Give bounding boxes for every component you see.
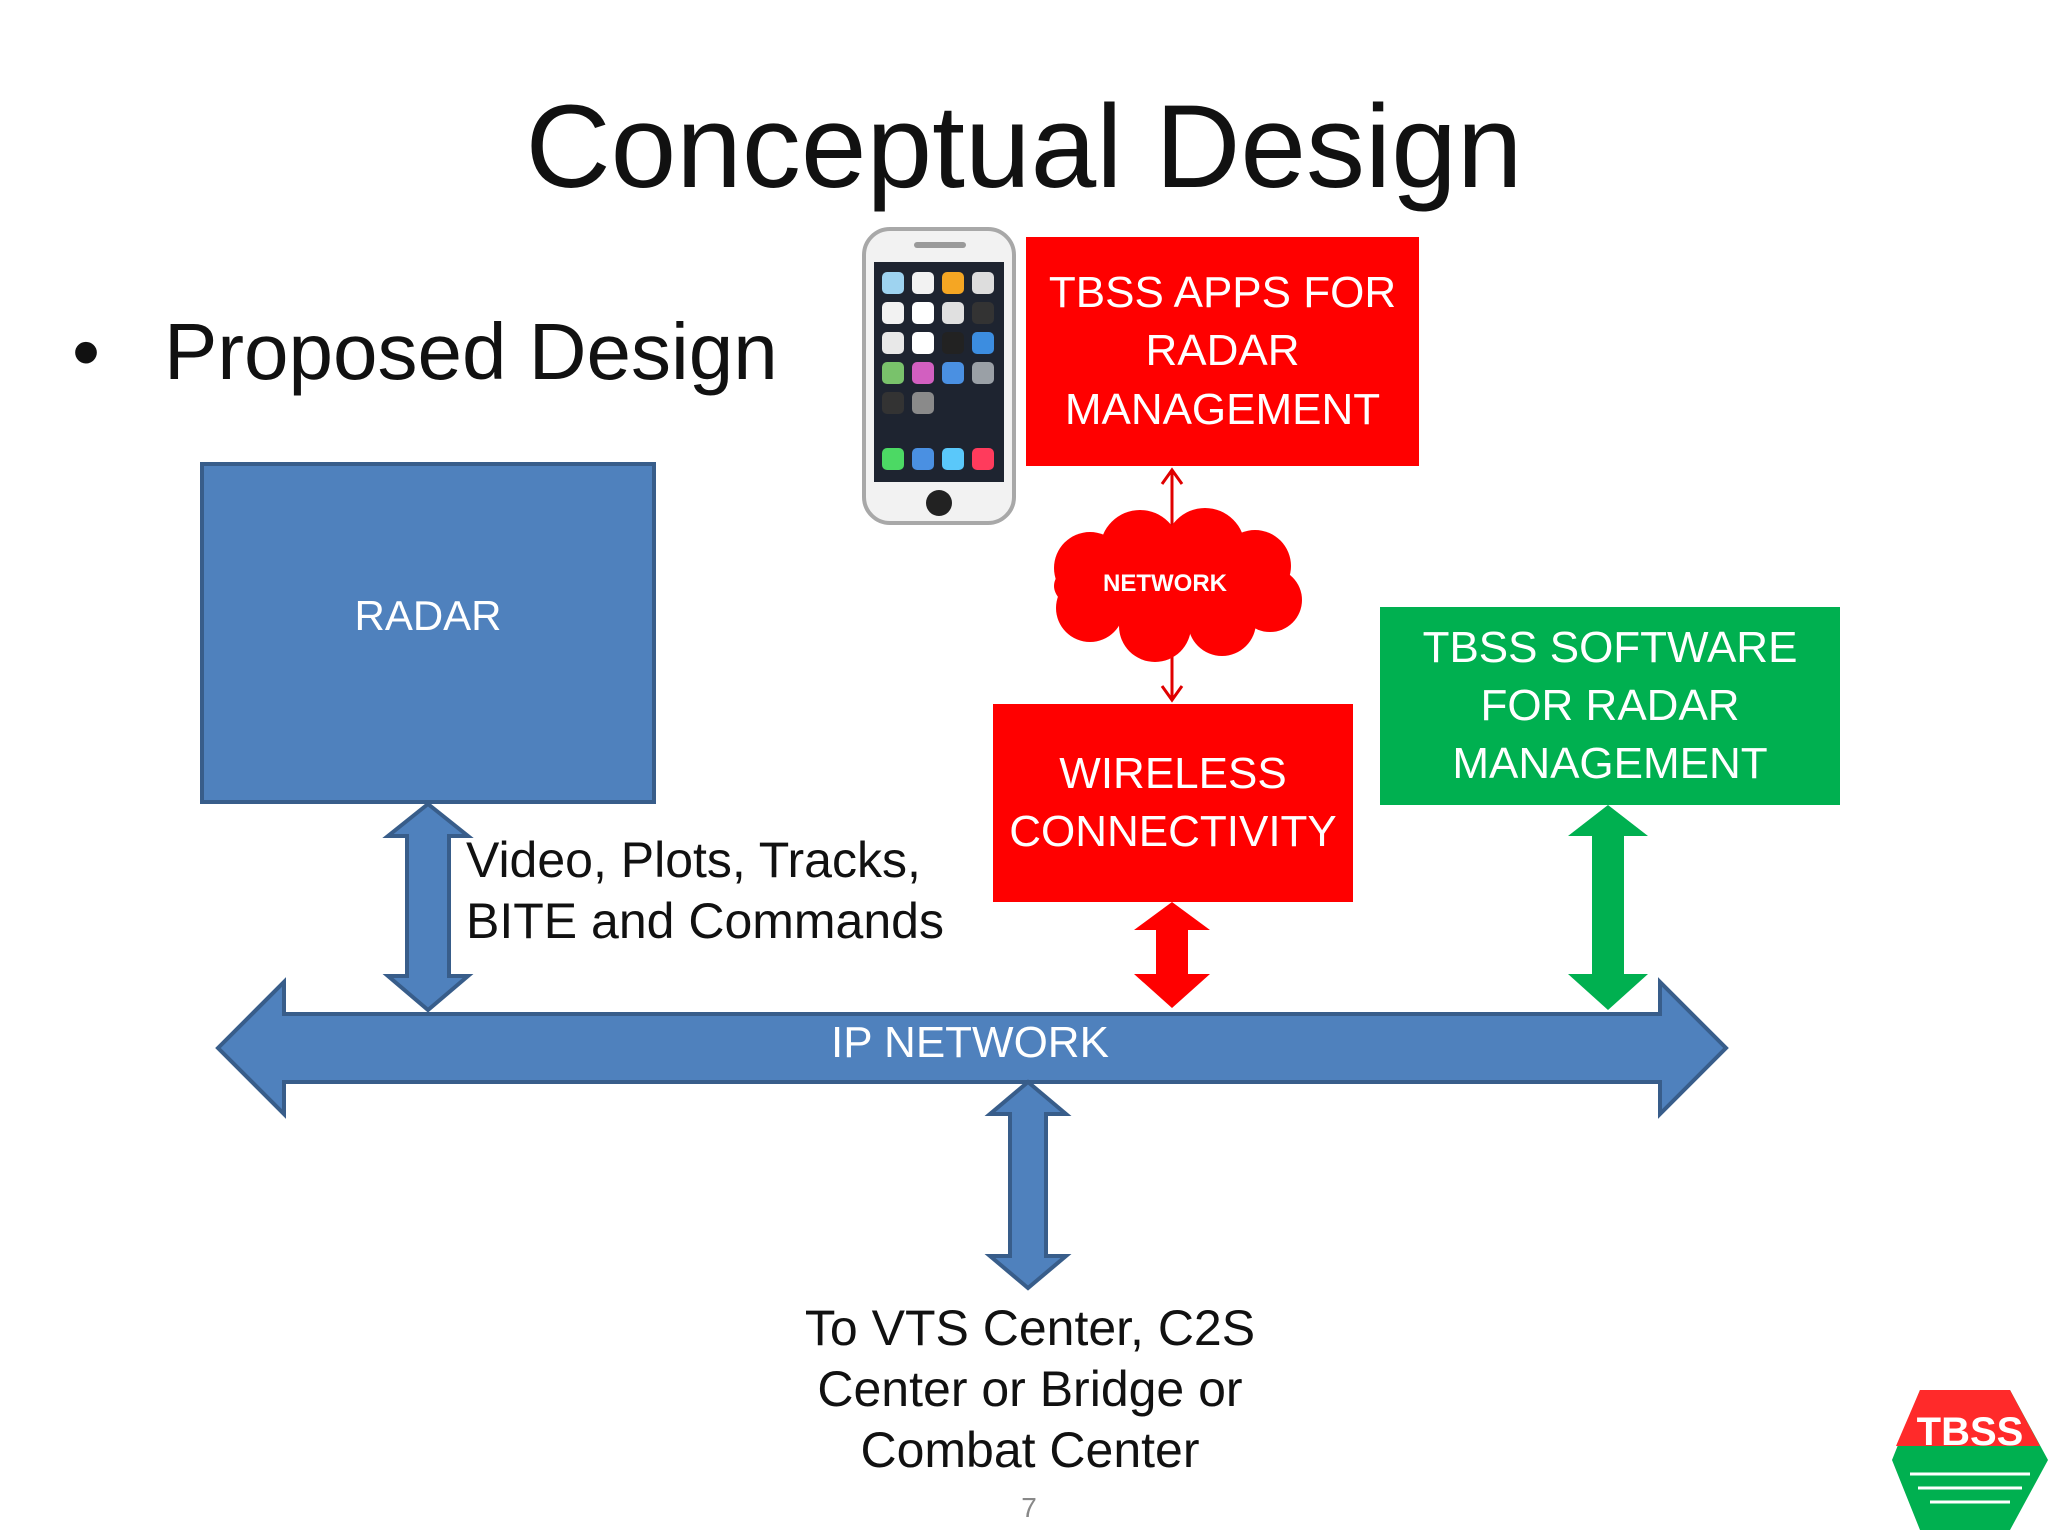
smartphone-icon — [862, 227, 1016, 525]
wireless-label: WIRELESS CONNECTIVITY — [1009, 748, 1337, 856]
software-link-arrow — [1568, 805, 1648, 1010]
radar-link-label: Video, Plots, Tracks, BITE and Commands — [466, 832, 944, 949]
wireless-connectivity-box: WIRELESS CONNECTIVITY — [993, 704, 1353, 902]
ip-network-arrow — [215, 977, 1729, 1119]
tbss-logo-text: TBSS — [1916, 1410, 2024, 1454]
bullet-text: Proposed Design — [164, 307, 778, 396]
tbss-software-label: TBSS SOFTWARE FOR RADAR MANAGEMENT — [1422, 622, 1798, 789]
tbss-apps-label: TBSS APPS FOR RADAR MANAGEMENT — [1048, 268, 1397, 434]
vts-link-arrow — [984, 1079, 1072, 1291]
radar-link-arrow — [382, 801, 474, 1013]
ip-network-label: IP NETWORK — [831, 1018, 1109, 1067]
tbss-software-box: TBSS SOFTWARE FOR RADAR MANAGEMENT — [1380, 607, 1840, 805]
destination-label: To VTS Center, C2S Center or Bridge or C… — [804, 1300, 1256, 1478]
bullet-item: • Proposed Design — [72, 308, 778, 396]
wireless-link-arrow — [1134, 902, 1210, 1008]
tbss-logo — [1892, 1390, 2048, 1530]
network-label: NETWORK — [1103, 570, 1227, 597]
page-number: 7 — [1021, 1492, 1037, 1523]
tbss-apps-box: TBSS APPS FOR RADAR MANAGEMENT — [1026, 237, 1419, 466]
bullet-dot-icon: • — [72, 307, 101, 396]
slide-title: Conceptual Design — [525, 81, 1523, 213]
radar-box: RADAR — [200, 462, 656, 804]
network-cloud-icon — [1054, 508, 1302, 662]
radar-label: RADAR — [354, 592, 502, 640]
